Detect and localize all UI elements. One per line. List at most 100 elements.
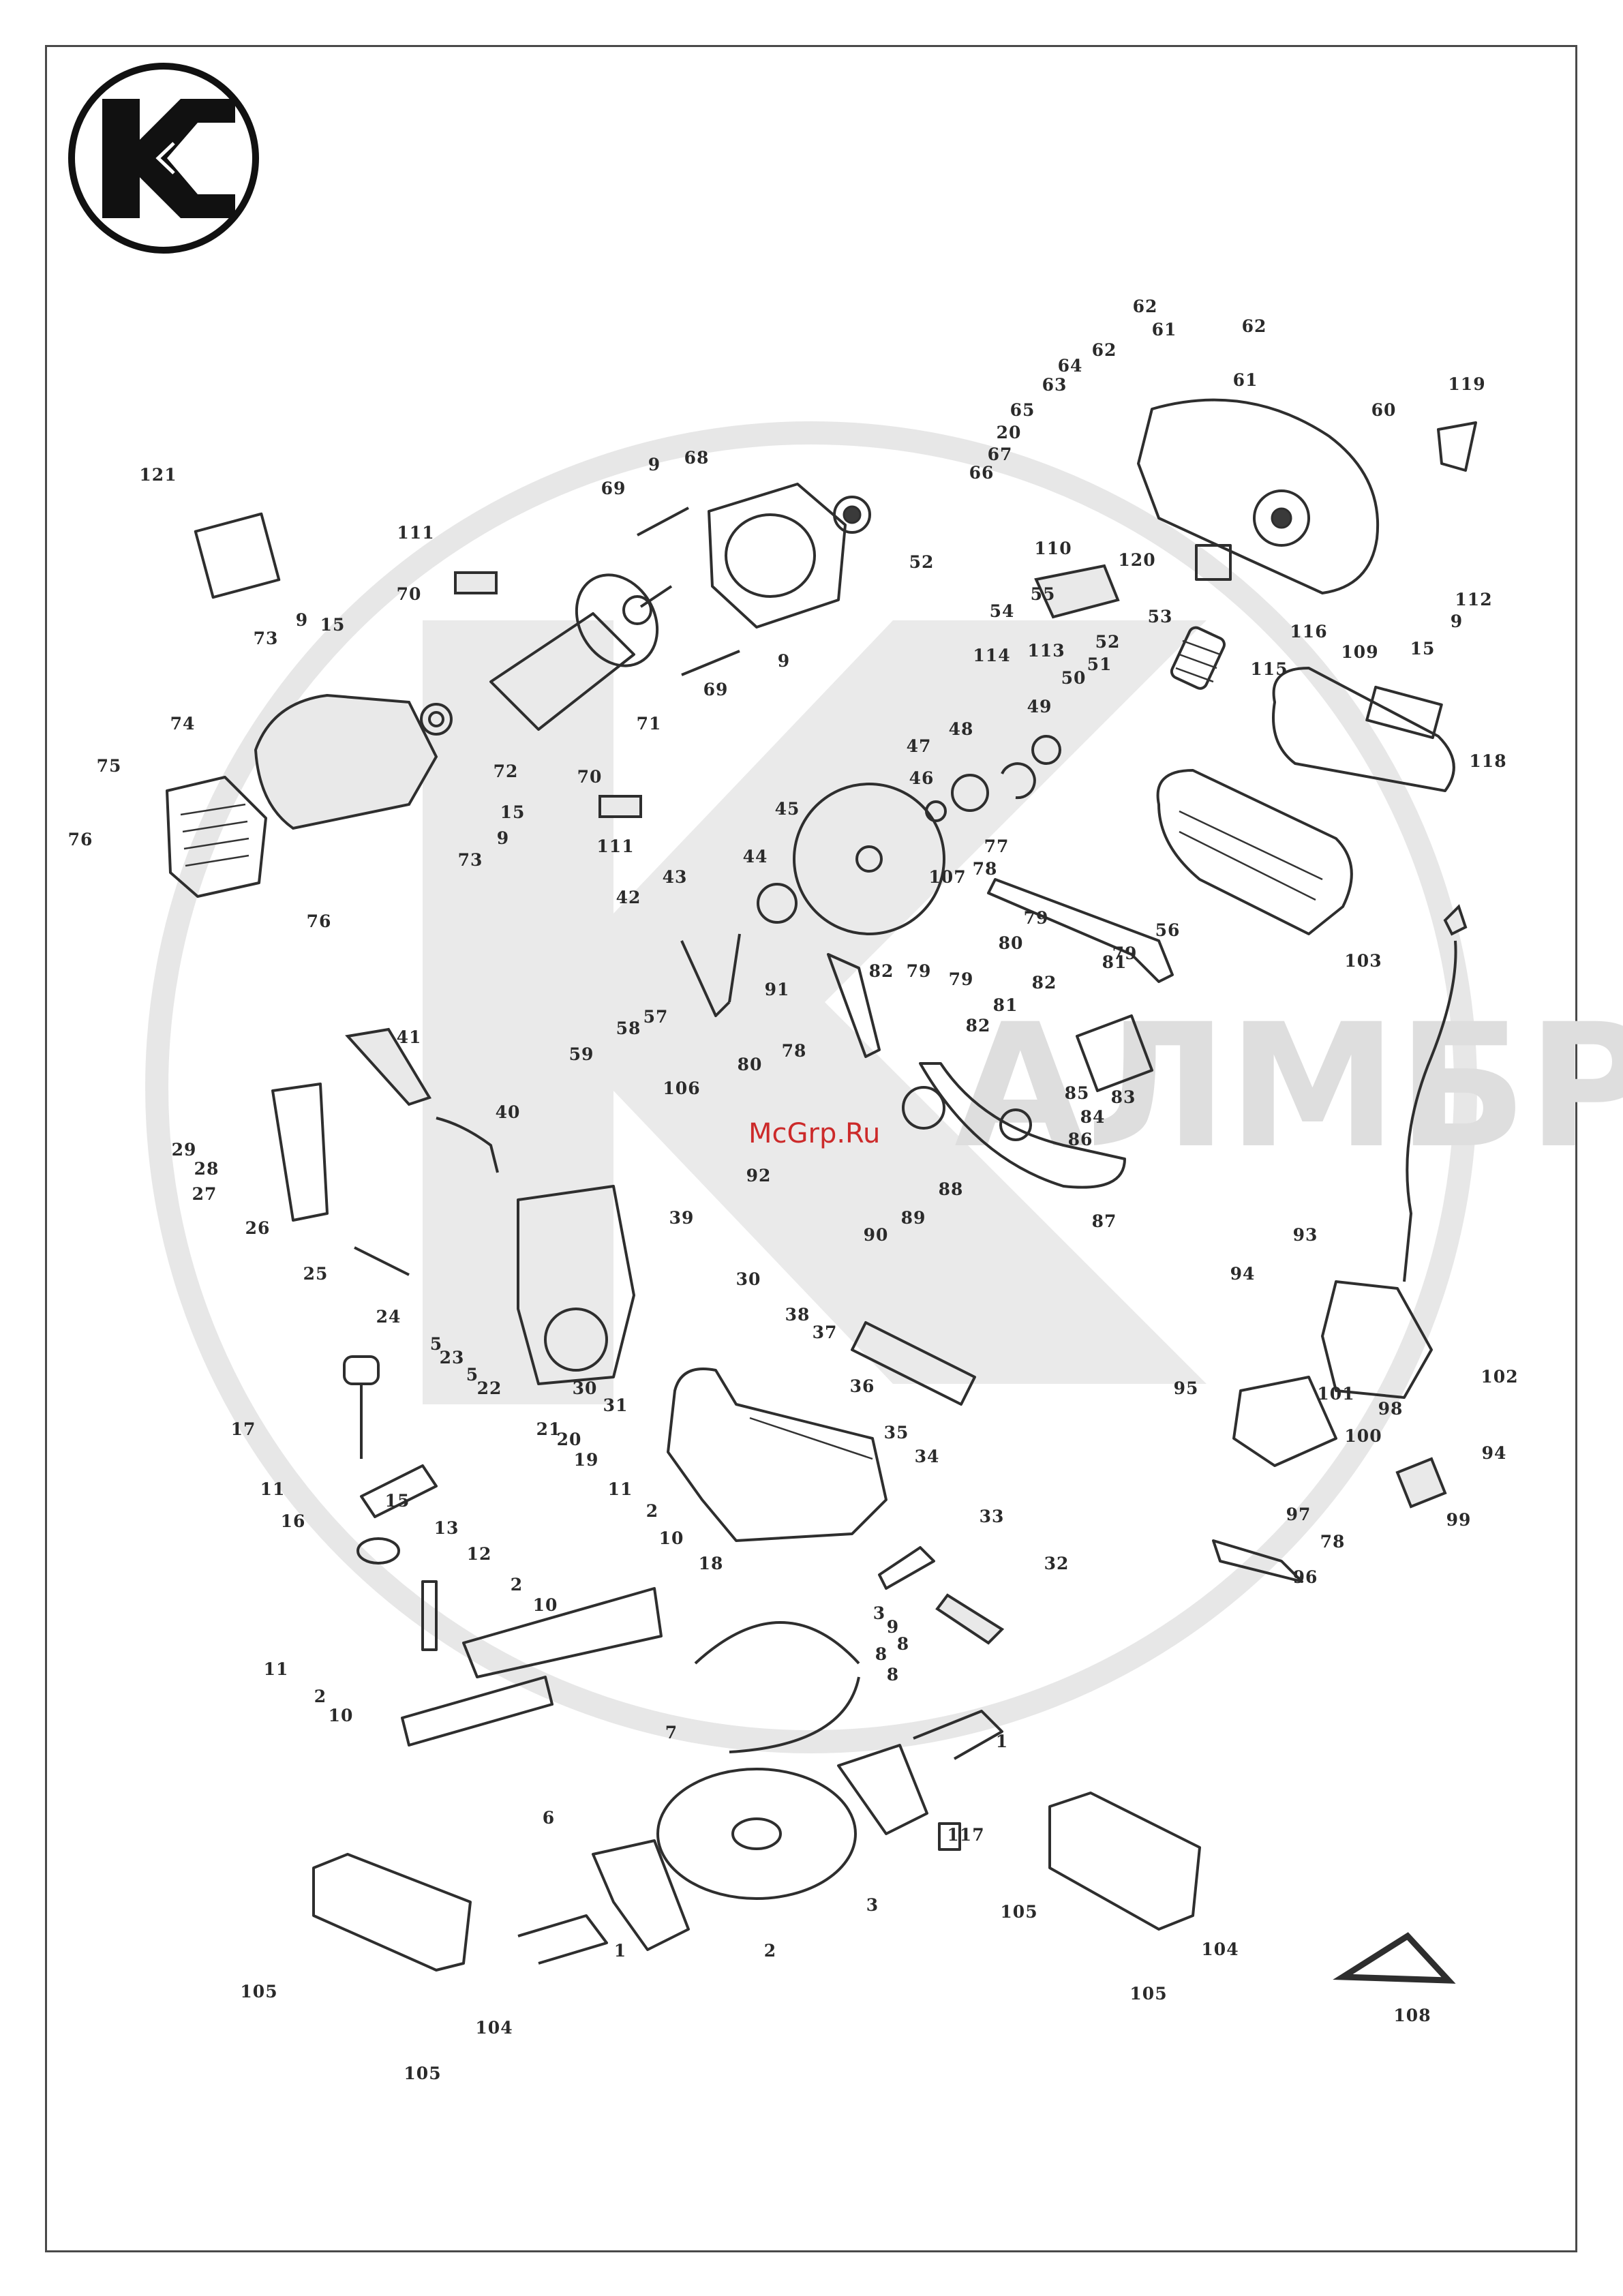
part-110-cover <box>1034 564 1120 619</box>
part-label-10: 10 <box>659 1528 684 1548</box>
part-label-9: 9 <box>296 610 308 630</box>
part-label-84: 84 <box>1080 1107 1106 1127</box>
part-label-52: 52 <box>909 552 935 572</box>
part-111-brush <box>454 571 498 594</box>
part-label-107: 107 <box>928 867 966 887</box>
part-109-belt-housing <box>1272 667 1455 792</box>
part-label-20: 20 <box>997 423 1022 442</box>
part-label-111: 111 <box>596 836 634 856</box>
part-label-39: 39 <box>669 1208 695 1228</box>
part-label-101: 101 <box>1317 1384 1354 1404</box>
part-83-link-plate <box>1076 1014 1153 1092</box>
part-label-47: 47 <box>907 736 932 756</box>
part-label-50: 50 <box>1061 668 1087 688</box>
part-22-gear-housing <box>517 1185 635 1385</box>
part-label-113: 113 <box>1027 641 1065 661</box>
part-label-116: 116 <box>1290 622 1327 641</box>
part-118-label <box>1365 685 1443 740</box>
part-7-ring <box>694 1621 860 1753</box>
part-label-32: 32 <box>1044 1554 1070 1573</box>
part-label-11: 11 <box>608 1479 633 1499</box>
part-label-78: 78 <box>1320 1532 1346 1552</box>
part-label-92: 92 <box>746 1166 772 1185</box>
part-label-61: 61 <box>1233 370 1258 390</box>
part-34-turntable-arm <box>667 1368 888 1542</box>
part-label-73: 73 <box>254 629 279 648</box>
part-label-102: 102 <box>1481 1367 1518 1387</box>
part-label-104: 104 <box>475 2018 513 2038</box>
part-1-clamp-2 <box>517 1914 608 1965</box>
part-18-fence <box>401 1587 663 1747</box>
part-44-flange <box>757 883 798 924</box>
part-label-111: 111 <box>397 523 434 543</box>
part-label-6: 6 <box>543 1808 555 1828</box>
part-label-104: 104 <box>1201 1939 1239 1959</box>
part-label-89: 89 <box>901 1208 926 1228</box>
part-label-2: 2 <box>646 1501 658 1521</box>
part-25-bolt <box>354 1246 410 1276</box>
part-40-spring <box>436 1117 499 1173</box>
part-label-112: 112 <box>1455 590 1492 609</box>
part-label-69: 69 <box>703 680 729 699</box>
part-68-stator <box>708 483 847 629</box>
part-label-2: 2 <box>511 1575 523 1595</box>
part-3-turntable-base <box>592 1744 928 1951</box>
part-label-15: 15 <box>320 615 346 635</box>
part-label-108: 108 <box>1393 2006 1431 2025</box>
part-label-13: 13 <box>434 1518 459 1538</box>
part-label-78: 78 <box>973 859 998 879</box>
part-label-61: 61 <box>1152 320 1177 339</box>
part-label-22: 22 <box>477 1378 502 1398</box>
part-label-59: 59 <box>569 1044 594 1064</box>
part-label-79: 79 <box>1024 908 1049 928</box>
part-label-48: 48 <box>949 719 974 739</box>
part-label-78: 78 <box>782 1041 807 1061</box>
part-96-plate <box>1212 1539 1303 1583</box>
part-label-29: 29 <box>172 1140 197 1160</box>
part-69-screw-2 <box>681 650 740 676</box>
part-label-62: 62 <box>1092 340 1117 360</box>
part-label-9: 9 <box>648 455 661 474</box>
part-label-63: 63 <box>1042 375 1067 395</box>
part-17-knob <box>343 1355 380 1459</box>
background-brand-watermark <box>145 421 1477 1753</box>
part-111-brush-2 <box>598 795 642 818</box>
part-label-110: 110 <box>1034 539 1072 558</box>
part-120-label <box>1195 544 1232 581</box>
part-77-lever <box>987 878 1174 983</box>
part-label-5: 5 <box>430 1334 442 1354</box>
part-label-15: 15 <box>500 802 526 822</box>
part-label-56: 56 <box>1155 920 1181 940</box>
part-label-91: 91 <box>765 980 790 999</box>
part-label-8: 8 <box>897 1634 909 1654</box>
part-label-66: 66 <box>969 463 995 483</box>
part-label-105: 105 <box>1000 1902 1037 1922</box>
part-label-34: 34 <box>915 1447 940 1466</box>
part-label-105: 105 <box>1129 1984 1167 2004</box>
part-label-8: 8 <box>887 1665 899 1685</box>
part-label-36: 36 <box>850 1376 875 1396</box>
part-label-9: 9 <box>778 651 790 671</box>
part-label-40: 40 <box>496 1102 521 1122</box>
part-52-bearing-inner <box>843 505 862 524</box>
part-label-82: 82 <box>869 961 894 981</box>
part-label-69: 69 <box>601 479 626 498</box>
part-label-7: 7 <box>665 1723 678 1742</box>
part-label-106: 106 <box>663 1078 700 1098</box>
part-label-120: 120 <box>1118 550 1155 570</box>
part-label-11: 11 <box>264 1659 289 1679</box>
part-label-99: 99 <box>1446 1510 1472 1530</box>
part-49-washer <box>1031 735 1061 765</box>
part-45-saw-blade <box>793 783 945 935</box>
part-label-28: 28 <box>194 1159 219 1179</box>
part-121-sheet <box>194 512 281 599</box>
part-71-armature <box>489 573 673 731</box>
part-label-80: 80 <box>738 1055 763 1074</box>
part-72-bearing-inner <box>428 711 444 727</box>
part-52-bearing <box>833 496 871 534</box>
part-72-bearing <box>420 703 453 736</box>
part-48-snap-ring <box>1001 762 1036 800</box>
part-label-3: 3 <box>873 1603 885 1623</box>
part-label-9: 9 <box>497 828 509 848</box>
